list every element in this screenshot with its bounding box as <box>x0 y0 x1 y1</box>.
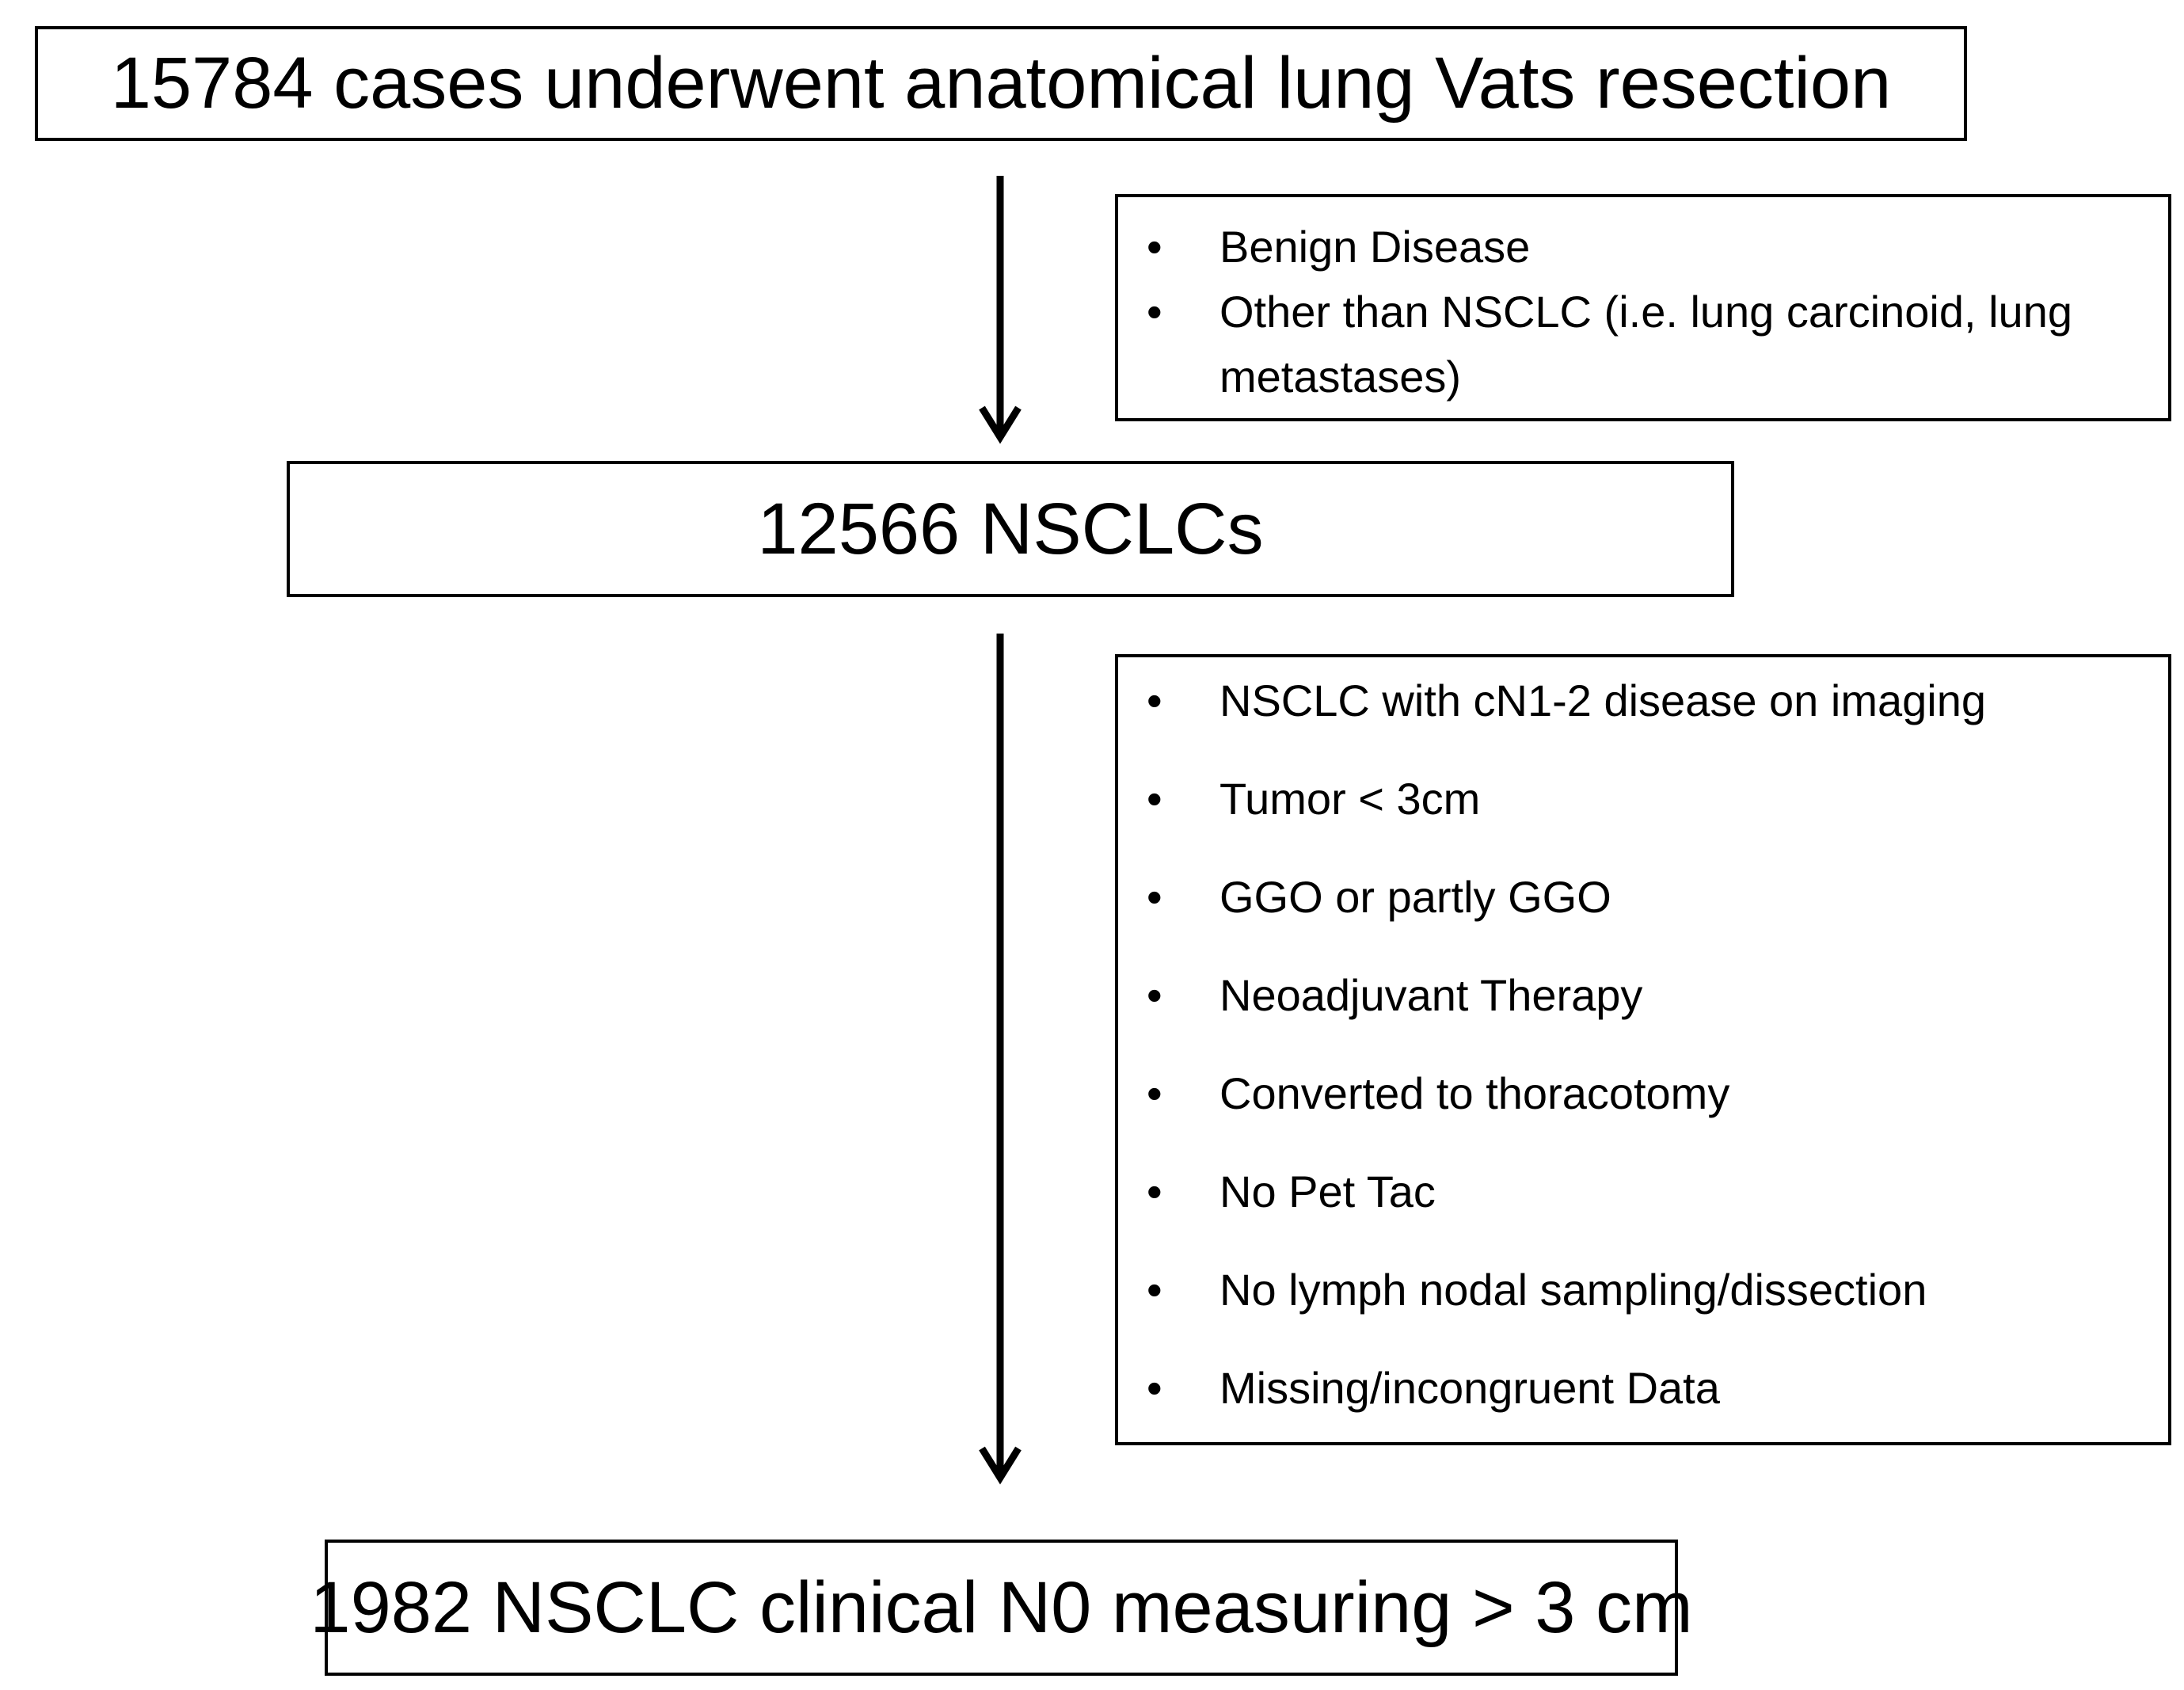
exclusion-item: •Other than NSCLC (i.e. lung carcinoid, … <box>1118 280 2168 409</box>
exclusion-item: •Benign Disease <box>1118 215 2168 280</box>
exclusion-item: •GGO or partly GGO <box>1118 865 2168 930</box>
bullet-icon: • <box>1147 872 1162 922</box>
step-box-nsclcs: 12566 NSCLCs <box>287 461 1734 597</box>
step-text-total-cases: 15784 cases underwent anatomical lung Va… <box>110 43 1892 124</box>
exclusion-box-2: •NSCLC with cN1-2 disease on imaging •Tu… <box>1115 654 2171 1445</box>
exclusion-item: •No Pet Tac <box>1118 1159 2168 1224</box>
bullet-icon: • <box>1147 676 1162 725</box>
exclusion-box-1: •Benign Disease •Other than NSCLC (i.e. … <box>1115 194 2171 421</box>
bullet-icon: • <box>1147 1363 1162 1413</box>
bullet-icon: • <box>1147 970 1162 1020</box>
arrow-top-to-middle <box>979 176 1022 444</box>
bullet-icon: • <box>1147 1265 1162 1315</box>
exclusion-item: •Tumor < 3cm <box>1118 767 2168 832</box>
exclusion-item: •Missing/incongruent Data <box>1118 1356 2168 1421</box>
bullet-icon: • <box>1147 287 1162 337</box>
exclusion-item: •Converted to thoracotomy <box>1118 1061 2168 1126</box>
exclusion-item: •Neoadjuvant Therapy <box>1118 963 2168 1028</box>
exclusion-item: •No lymph nodal sampling/dissection <box>1118 1258 2168 1323</box>
bullet-icon: • <box>1147 1068 1162 1118</box>
step-text-nsclcs: 12566 NSCLCs <box>757 488 1264 569</box>
exclusion-list-2: •NSCLC with cN1-2 disease on imaging •Tu… <box>1118 668 2168 1454</box>
exclusion-list-1: •Benign Disease •Other than NSCLC (i.e. … <box>1118 215 2168 409</box>
bullet-icon: • <box>1147 774 1162 824</box>
bullet-icon: • <box>1147 222 1162 272</box>
step-box-total-cases: 15784 cases underwent anatomical lung Va… <box>35 26 1967 141</box>
exclusion-item: •NSCLC with cN1-2 disease on imaging <box>1118 668 2168 733</box>
bullet-icon: • <box>1147 1167 1162 1216</box>
step-box-final-cohort: 1982 NSCLC clinical N0 measuring > 3 cm <box>310 1540 1693 1676</box>
step-text-final-cohort: 1982 NSCLC clinical N0 measuring > 3 cm <box>310 1566 1693 1648</box>
arrow-middle-to-bottom <box>979 634 1022 1485</box>
